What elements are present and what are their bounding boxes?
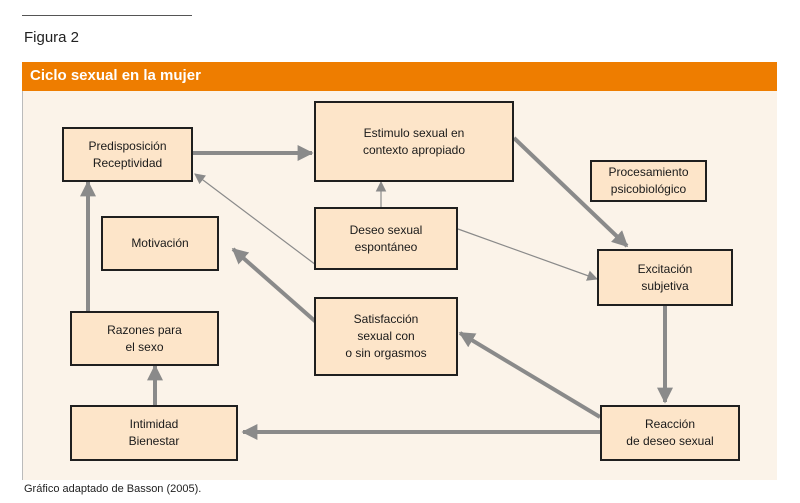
panel-left-rule xyxy=(22,91,23,480)
node-razones: Razones para el sexo xyxy=(70,311,219,366)
node-excitacion: Excitación subjetiva xyxy=(597,249,733,306)
node-reaccion-line2: de deseo sexual xyxy=(626,434,714,448)
node-reaccion-line1: Reacción xyxy=(644,417,696,431)
node-razones-line2: el sexo xyxy=(125,339,164,354)
arrow-estimulo-to-excitacion xyxy=(512,136,629,248)
node-motivacion-line1: Motivación xyxy=(131,236,189,250)
arrow-satisfaccion-to-motivacion xyxy=(231,247,318,324)
node-procesamiento: Procesamiento psicobiológico xyxy=(590,160,707,202)
node-procesamiento-line1: Procesamiento xyxy=(608,165,689,179)
figure-label: Figura 2 xyxy=(24,29,80,46)
node-deseo-espontaneo-line1: Deseo sexual xyxy=(349,222,423,237)
node-excitacion-line1: Excitación xyxy=(637,261,693,276)
arrow-deseo-to-predisposicion xyxy=(194,173,317,266)
node-estimulo: Estimulo sexual en contexto apropiado xyxy=(314,101,514,182)
node-deseo-espontaneo: Deseo sexual espontáneo xyxy=(314,207,458,270)
node-satisfaccion: Satisfacción sexual con o sin orgasmos xyxy=(314,297,458,376)
node-intimidad-line1: Intimidad xyxy=(129,417,179,431)
arrow-deseo-to-excitacion xyxy=(457,228,599,281)
node-satisfaccion-line2: sexual con xyxy=(357,329,415,343)
node-satisfaccion-line3: o sin orgasmos xyxy=(345,346,427,360)
top-rule xyxy=(22,15,192,16)
node-motivacion: Motivación xyxy=(101,216,219,271)
header-bar: Ciclo sexual en la mujer xyxy=(22,62,777,91)
node-predisposicion-line1: Predisposición xyxy=(88,138,167,153)
node-reaccion: Reacción de deseo sexual xyxy=(600,405,740,461)
node-deseo-espontaneo-line2: espontáneo xyxy=(354,239,418,254)
node-predisposicion-line2: Receptividad xyxy=(92,155,163,170)
node-estimulo-line1: Estimulo sexual en xyxy=(363,125,465,140)
arrow-reaccion-to-satisfaccion xyxy=(458,331,602,419)
node-estimulo-line2: contexto apropiado xyxy=(362,142,466,157)
diagram-title: Ciclo sexual en la mujer xyxy=(30,67,201,84)
figure-caption: Gráfico adaptado de Basson (2005). xyxy=(24,483,202,495)
node-razones-line1: Razones para xyxy=(107,322,182,337)
node-intimidad: Intimidad Bienestar xyxy=(70,405,238,461)
node-procesamiento-line2: psicobiológico xyxy=(610,182,687,196)
node-intimidad-line2: Bienestar xyxy=(128,434,180,448)
node-excitacion-line2: subjetiva xyxy=(641,278,689,293)
node-satisfaccion-line1: Satisfacción xyxy=(353,312,419,326)
node-predisposicion: Predisposición Receptividad xyxy=(62,127,193,182)
